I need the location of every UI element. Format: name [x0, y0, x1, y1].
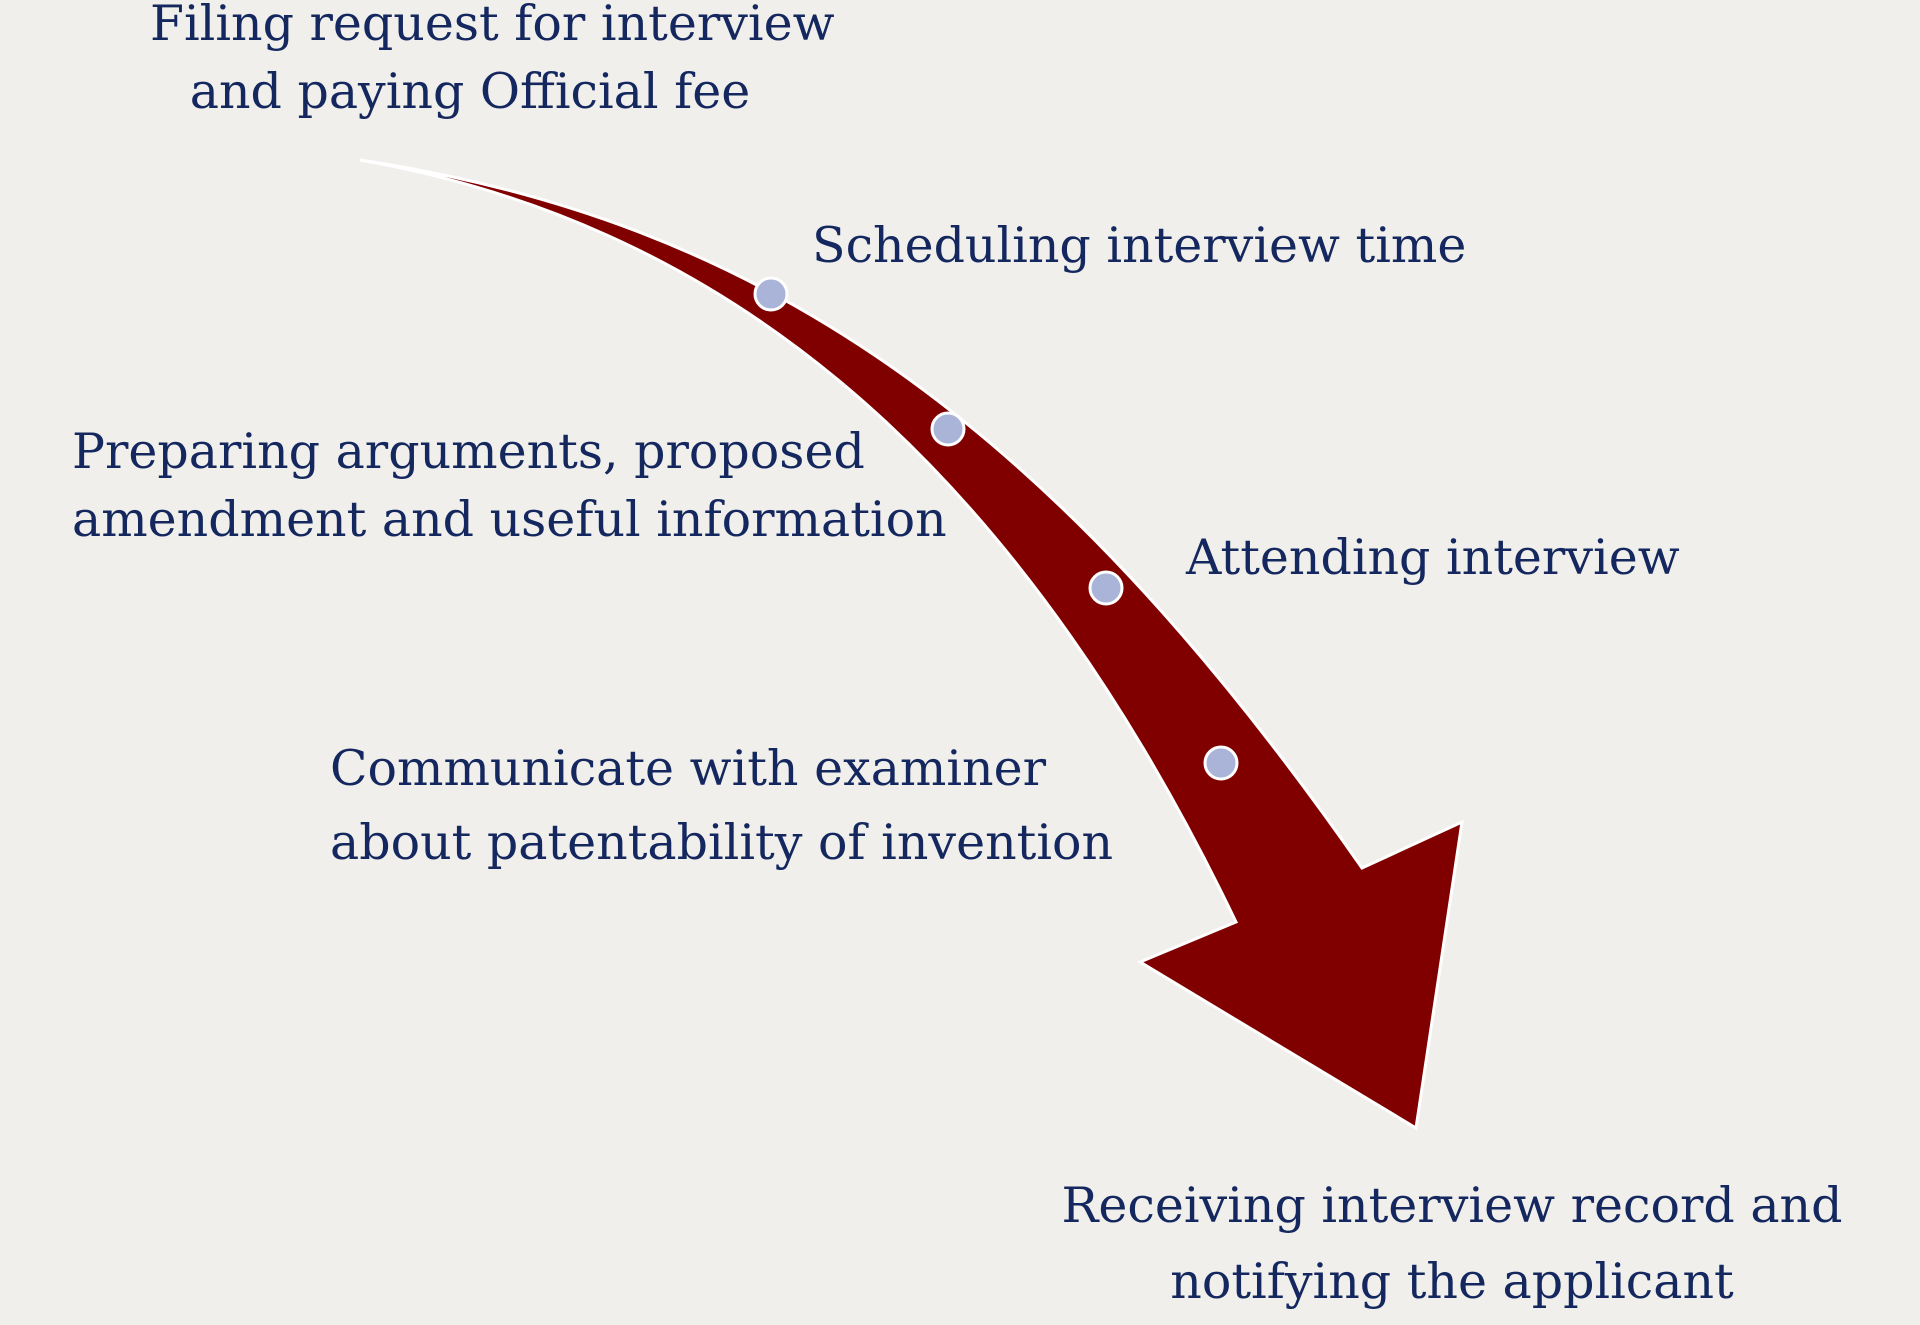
step-marker-3 [1088, 570, 1124, 606]
step-label-attending: Attending interview [1186, 524, 1680, 592]
step-label-receiving: Receiving interview record and notifying… [1032, 1168, 1872, 1320]
step-label-line: and paying Official fee [189, 63, 751, 120]
step-label-filing: Filing request for interview and paying … [150, 0, 835, 126]
step-label-preparing: Preparing arguments, proposed amendment … [72, 418, 947, 554]
step-label-line: notifying the applicant [1170, 1253, 1734, 1310]
step-label-line: Communicate with examiner [330, 740, 1047, 797]
step-label-schedule: Scheduling interview time [812, 212, 1466, 280]
step-label-line: about patentability of invention [330, 814, 1114, 871]
step-label-line: Attending interview [1186, 529, 1680, 586]
step-marker-4 [1203, 745, 1239, 781]
curved-arrow-shape [359, 158, 1464, 1131]
step-label-line: amendment and useful information [72, 491, 947, 548]
step-marker-2 [930, 411, 966, 447]
step-marker-1 [753, 276, 789, 312]
step-label-communicate: Communicate with examiner about patentab… [330, 732, 1113, 880]
step-label-line: Receiving interview record and [1061, 1177, 1843, 1234]
step-label-line: Preparing arguments, proposed [72, 423, 865, 480]
step-label-line: Scheduling interview time [812, 217, 1467, 274]
step-label-line: Filing request for interview [150, 0, 835, 52]
